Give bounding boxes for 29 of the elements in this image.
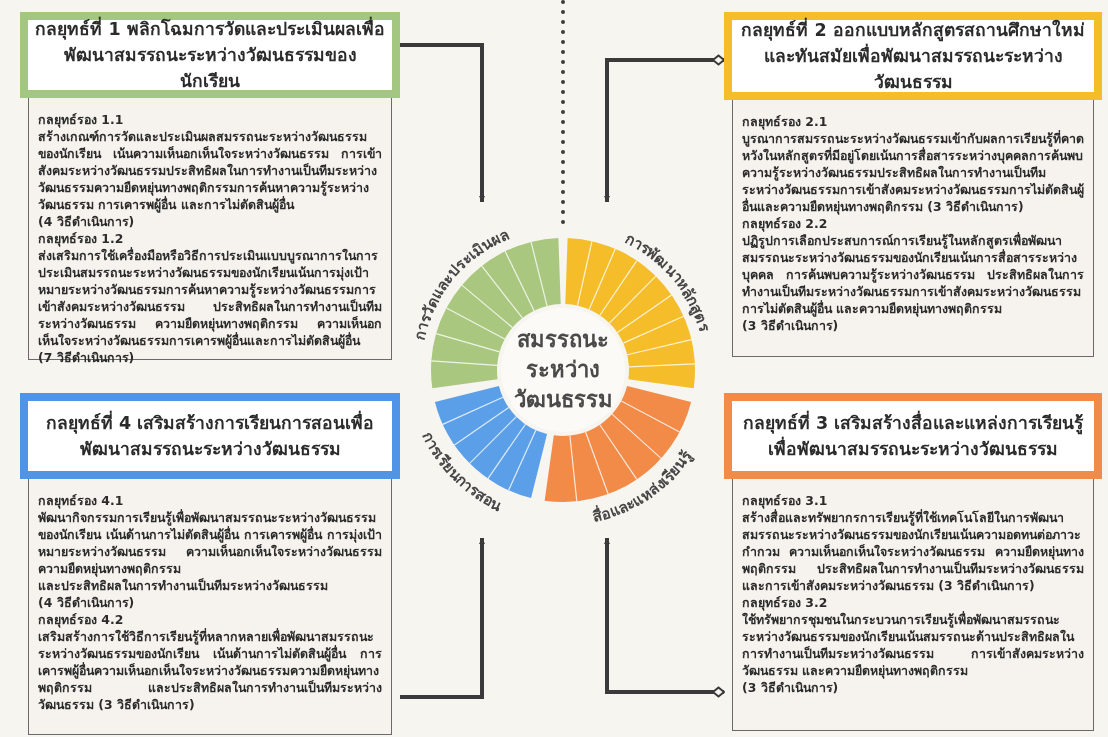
- paragraph: ปฏิรูปการเลือกประสบการณ์การเรียนรู้ในหลักสูตรเพื่อพัฒนาสมรรถนะระหว่างวัฒนธรรมของนักเรียนเน้นการสื่อสารระหว่างบุคคล การค้นพบความรู้ระหว่างวัฒนธรรม ประสิทธิผลในการทำงานเป็นทีมระหว่างวัฒนธรรมการเข้าสังคมระหว่างวัฒนธรรมการไม่ตัดสินผู้อื่น และความยืดหยุ่นทางพฤติกรรม: [742, 232, 1084, 317]
- paragraph: กลยุทธ์รอง 3.1: [742, 492, 828, 509]
- title-box: กลยุทธ์ที่ 3 เสริมสร้างสื่อและแหล่งการเรียนรู้เพื่อพัฒนาสมรรถนะระหว่างวัฒนธรรม: [724, 393, 1102, 479]
- paragraph: (4 วิธีดำเนินการ): [38, 213, 136, 230]
- title-box: กลยุทธ์ที่ 1 พลิกโฉมการวัดและประเมินผลเพื่อพัฒนาสมรรถนะระหว่างวัฒนธรรมของนักเรียน: [20, 12, 400, 98]
- paragraph: และประสิทธิผลในการทำงานเป็นทีมระหว่างวัฒนธรรม: [38, 577, 329, 594]
- paragraph: กลยุทธ์รอง 4.1: [38, 492, 124, 509]
- paragraph: (3 วิธีดำเนินการ): [742, 317, 840, 334]
- arrow: [602, 54, 725, 202]
- paragraph: กลยุทธ์รอง 1.2: [38, 230, 124, 247]
- paragraph: บูรณาการสมรรถนะระหว่างวัฒนธรรมเข้ากับผลการเรียนรู้ที่คาดหวังในหลักสูตรที่มีอยู่โดยเน้นการสื่อสารระหว่างบุคคลการค้นพบความรู้ระหว่างวัฒนธรรมประสิทธิผลในการทำงานเป็นทีมระหว่างวัฒนธรรมการเข้าสังคมระหว่างวัฒนธรรมการไม่ตัดสินผู้อื่นและความยืดหยุ่นทางพฤติกรรม (3 วิธีดำเนินการ): [742, 130, 1084, 215]
- paragraph: กลยุทธ์รอง 3.2: [742, 594, 828, 611]
- title-box: กลยุทธ์ที่ 4 เสริมสร้างการเรียนการสอนเพื่อพัฒนาสมรรถนะระหว่างวัฒนธรรม: [20, 393, 400, 479]
- paragraph: (4 วิธีดำเนินการ): [38, 594, 136, 611]
- paragraph: พัฒนากิจกรรมการเรียนรู้เพื่อพัฒนาสมรรถนะระหว่างวัฒนธรรมของนักเรียน เน้นด้านการไม่ตัดสินผู้อื่น การเคารพผู้อื่น การมุ่งเป้าหมายระหว่างวัฒนธรรม ความเห็นอกเห็นใจระหว่างวัฒนธรรม ความยืดหยุ่นทางพฤติกรรม: [38, 509, 382, 577]
- paragraph: ใช้ทรัพยากรชุมชนในกระบวนการเรียนรู้เพื่อพัฒนาสมรรถนะระหว่างวัฒนธรรมของนักเรียนเน้นสมรรถนะด้านประสิทธิผลในการทำงานเป็นทีมระหว่างวัฒนธรรม การเข้าสังคมระหว่างวัฒนธรรม และความยืดหยุ่นทางพฤติกรรม: [742, 611, 1084, 679]
- arrow: [400, 538, 487, 699]
- arrow: [400, 43, 487, 202]
- title-box: กลยุทธ์ที่ 2 ออกแบบหลักสูตรสถานศึกษาใหม่และทันสมัยเพื่อพัฒนาสมรรถนะระหว่างวัฒนธรรม: [724, 12, 1102, 100]
- paragraph: ส่งเสริมการใช้เครื่องมือหรือวิธีการประเมินแบบบูรณาการในการประเมินสมรรถนะระหว่างวัฒนธรรมของนักเรียนเน้นการมุ่งเป้าหมายระหว่างวัฒนธรรมการค้นหาความรู้ระหว่างวัฒนธรรมการเข้าสังคมระหว่างวัฒนธรรม ประสิทธิผลในการทำงานเป็นทีมระหว่างวัฒนธรรม ความยืดหยุ่นทางพฤติกรรม ความเห็นอกเห็นใจระหว่างวัฒนธรรมการเคารพผู้อื่นและการไม่ตัดสินผู้อื่น: [38, 247, 382, 349]
- paragraph: สร้างสื่อและทรัพยากรการเรียนรู้ที่ใช้เทคโนโลยีในการพัฒนาสมรรถนะระหว่างวัฒนธรรมของนักเรียนเน้นความอดทนต่อภาวะกำกวม ความเห็นอกเห็นใจระหว่างวัฒนธรรม ความยืดหยุ่นทางพฤติกรรม ประสิทธิผลในการทำงานเป็นทีมระหว่างวัฒนธรรม และการเข้าสังคมระหว่างวัฒนธรรม (3 วิธีดำเนินการ): [742, 509, 1084, 594]
- paragraph: กลยุทธ์รอง 2.2: [742, 215, 828, 232]
- arrow: [602, 538, 725, 698]
- paragraph: สร้างเกณฑ์การวัดและประเมินผลสมรรถนะระหว่างวัฒนธรรมของนักเรียน เน้นความเห็นอกเห็นใจระหว่างวัฒนธรรม การเข้าสังคมระหว่างวัฒนธรรมประสิทธิผลในการทำงานเป็นทีมระหว่างวัฒนธรรมความยืดหยุ่นทางพฤติกรรมการค้นหาความรู้ระหว่างวัฒนธรรม การเคารพผู้อื่น และการไม่ตัดสินผู้อื่น: [38, 128, 382, 213]
- paragraph: กลยุทธ์รอง 4.2: [38, 611, 124, 628]
- paragraph: (3 วิธีดำเนินการ): [742, 679, 840, 696]
- paragraph: กลยุทธ์รอง 1.1: [38, 111, 125, 128]
- paragraph: เสริมสร้างการใช้วิธีการเรียนรู้ที่หลากหลายเพื่อพัฒนาสมรรถนะระหว่างวัฒนธรรมของนักเรียน เน้นด้านการไม่ตัดสินผู้อื่น การเคารพผู้อื่นความเห็นอกเห็นใจระหว่างวัฒนธรรมความยืดหยุ่นทางพฤติกรรม และประสิทธิผลในการทำงานเป็นทีมระหว่างวัฒนธรรม (3 วิธีดำเนินการ): [38, 628, 382, 713]
- paragraph: กลยุทธ์รอง 2.1: [742, 113, 828, 130]
